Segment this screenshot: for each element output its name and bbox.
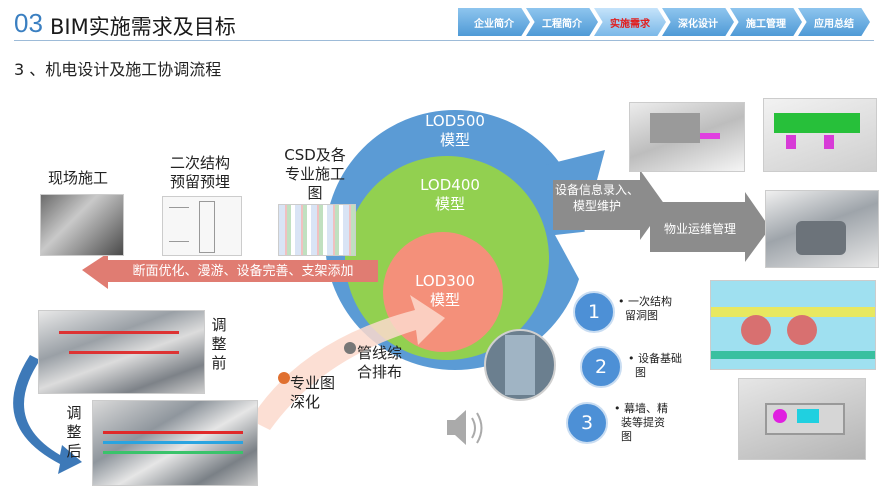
dot-zhuanye — [278, 372, 290, 384]
nav-item-company[interactable]: 企业简介 — [458, 8, 530, 36]
arrow-left-text: 断面优化、漫游、设备完善、支架添加 — [132, 264, 354, 279]
site-photo — [40, 194, 124, 256]
adjust-arrow — [13, 355, 82, 474]
step-1-badge: 1 — [573, 291, 615, 333]
equipment-model-3 — [765, 190, 879, 268]
step-3-text: • 幕墙、精装等提资图 — [614, 402, 668, 443]
before-adjust-model — [38, 310, 205, 394]
label-site-construction: 现场施工 — [47, 169, 108, 187]
label-secondary-structure: 二次结构预留预埋 — [169, 154, 230, 191]
arrow-left-bar — [82, 253, 378, 289]
arrow-right-1-text: 设备信息录入、模型维护 — [554, 183, 639, 213]
equipment-foundation-model — [738, 378, 866, 460]
label-after: 调整后 — [66, 404, 82, 460]
step-1-text: • 一次结构留洞图 — [618, 295, 672, 322]
pipe-penetration-model — [710, 280, 876, 370]
nav-item-summary[interactable]: 应用总结 — [798, 8, 870, 36]
nav-item-project[interactable]: 工程简介 — [526, 8, 598, 36]
label-professional-drawing: 专业图深化 — [290, 374, 336, 411]
nav-item-design[interactable]: 深化设计 — [662, 8, 734, 36]
label-csd: CSD及各专业施工图 — [284, 146, 346, 202]
cycle-arrow-gap — [555, 230, 600, 290]
arrow-right-2-text: 物业运维管理 — [663, 222, 736, 236]
equipment-model-2 — [763, 98, 877, 172]
flow-arrow-in — [250, 295, 445, 430]
step-3-badge: 3 — [566, 402, 608, 444]
section-nav: 企业简介 工程简介 实施需求 深化设计 施工管理 应用总结 — [458, 8, 870, 36]
after-adjust-model — [92, 400, 258, 486]
page-title: BIM实施需求及目标 — [50, 15, 236, 39]
nav-item-construction[interactable]: 施工管理 — [730, 8, 802, 36]
arrow-right-1 — [553, 170, 665, 240]
header-divider — [14, 40, 874, 41]
step-2-text: • 设备基础图 — [628, 352, 682, 379]
secondary-structure-drawing — [162, 196, 242, 256]
section-subtitle: 3 、机电设计及施工协调流程 — [14, 60, 222, 79]
equipment-model-1 — [629, 102, 745, 172]
step-2-badge: 2 — [580, 346, 622, 388]
label-before: 调整前 — [211, 316, 227, 372]
section-number: 03 — [14, 8, 43, 38]
arrow-right-2 — [650, 192, 770, 262]
label-pipeline-layout: 管线综合排布 — [357, 344, 403, 381]
csd-drawing — [278, 204, 356, 256]
nav-item-requirements[interactable]: 实施需求 — [594, 8, 666, 36]
dot-guanxian — [344, 342, 356, 354]
equipment-photo-building — [505, 335, 535, 395]
speaker-icon — [447, 410, 483, 445]
